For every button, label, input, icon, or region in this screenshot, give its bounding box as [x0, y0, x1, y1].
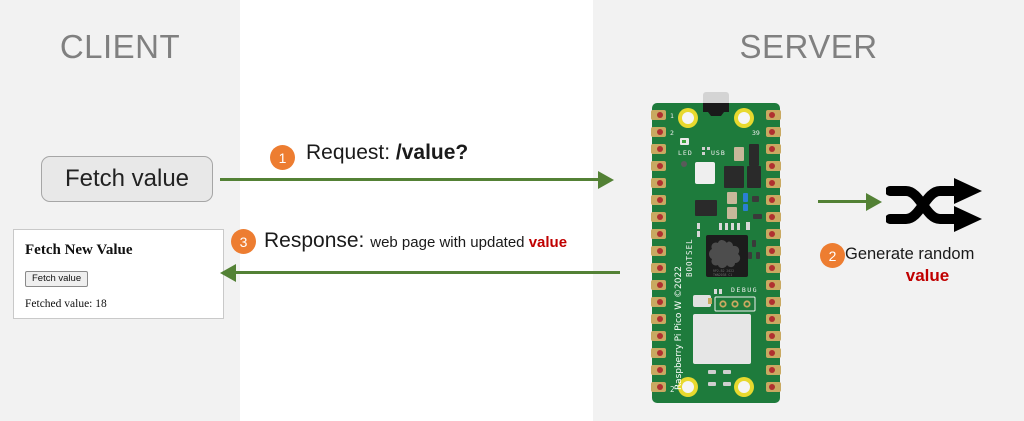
response-arrow-line — [232, 271, 620, 274]
browser-mockup: Fetch New Value Fetch value Fetched valu… — [13, 229, 224, 319]
step-badge-3-number: 3 — [239, 233, 248, 250]
browser-fetched-value-text: Fetched value: 18 — [25, 298, 107, 311]
step-badge-1: 1 — [270, 145, 295, 170]
shuffle-icon — [885, 176, 986, 234]
svg-text:TWN2038 C1: TWN2038 C1 — [713, 273, 732, 277]
response-arrow-head — [220, 263, 236, 282]
step-badge-1-number: 1 — [278, 149, 287, 166]
fetch-value-button[interactable]: Fetch value — [41, 156, 213, 202]
step-1-label-prefix: Request: — [306, 141, 396, 164]
svg-text:1: 1 — [670, 112, 674, 120]
client-panel: CLIENT — [0, 0, 240, 421]
step-2-label-value: value — [905, 266, 950, 286]
browser-heading: Fetch New Value — [25, 242, 133, 258]
fetch-value-button-label: Fetch value — [64, 165, 190, 192]
client-panel-title: CLIENT — [59, 28, 181, 65]
raspberry-pi-pico-w-board: 1 2 39 2 LED USB BOOTSEL — [651, 92, 781, 404]
svg-text:LED: LED — [678, 149, 693, 157]
svg-text:39: 39 — [752, 129, 760, 137]
step-badge-2-number: 2 — [828, 247, 837, 264]
step-2-label: Generate random value — [845, 243, 1010, 288]
request-arrow-head — [598, 170, 614, 189]
server-panel-title: SERVER — [739, 28, 878, 65]
svg-text:USB: USB — [711, 149, 726, 157]
generate-arrow-line — [818, 199, 870, 203]
svg-text:2: 2 — [670, 129, 674, 137]
step-3-label-detail: web page with updated — [370, 234, 529, 251]
step-3-label-prefix: Response: — [264, 229, 371, 252]
svg-text:Raspberry Pi Pico W ©2022: Raspberry Pi Pico W ©2022 — [674, 266, 684, 390]
request-arrow-line — [220, 178, 602, 181]
svg-text:BOOTSEL: BOOTSEL — [685, 238, 694, 277]
step-badge-3: 3 — [231, 229, 256, 254]
step-1-label: Request: /value? — [306, 141, 468, 165]
browser-fetch-value-button[interactable]: Fetch value — [25, 271, 89, 288]
svg-text:2: 2 — [670, 385, 675, 394]
step-3-label: Response: web page with updated value — [264, 229, 567, 253]
svg-text:DEBUG: DEBUG — [731, 286, 758, 294]
step-1-label-endpoint: /value? — [395, 141, 469, 164]
step-2-label-prefix: Generate random — [845, 245, 975, 263]
svg-text:RP2-B2 2022: RP2-B2 2022 — [713, 269, 734, 273]
generate-arrow-head — [866, 193, 882, 211]
step-3-label-value: value — [528, 234, 568, 251]
step-badge-2: 2 — [820, 243, 845, 268]
